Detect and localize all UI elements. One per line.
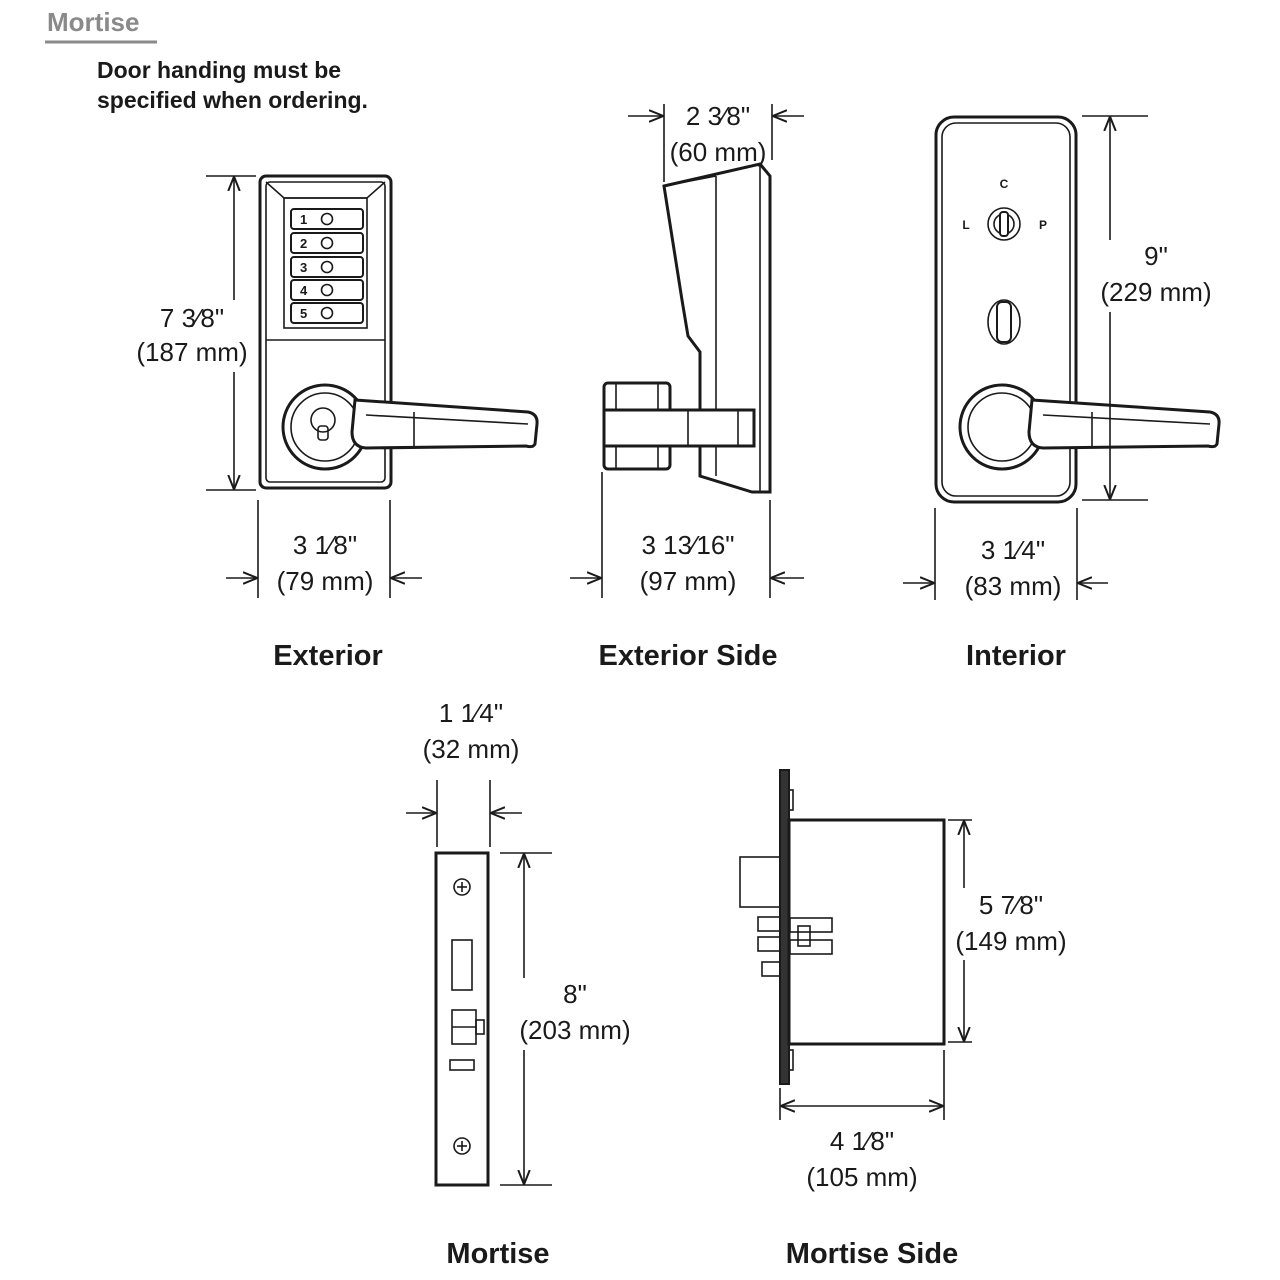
keypad-key-label: 1 <box>300 212 307 227</box>
mortise-side-height-imperial: 5 7⁄8" <box>979 890 1043 920</box>
keypad-key-label: 5 <box>300 306 307 321</box>
mortise-height-imperial: 8" <box>563 979 587 1009</box>
exterior-side-top-dimension: 2 3⁄8" (60 mm) <box>628 101 804 182</box>
latch-bolt-opening <box>451 939 473 991</box>
mortise-width-imperial: 1 1⁄4" <box>439 698 503 728</box>
mortise-caption: Mortise <box>446 1238 549 1270</box>
exterior-side-top-imperial: 2 3⁄8" <box>686 101 750 131</box>
keypad-key: 5 <box>290 302 364 324</box>
exterior-side-caption: Exterior Side <box>599 640 778 672</box>
exterior-side-bottom-metric: (97 mm) <box>640 566 737 596</box>
mortise-height-metric: (203 mm) <box>519 1015 630 1045</box>
keypad-key-label: 3 <box>300 260 307 275</box>
section-title: Mortise <box>47 7 139 37</box>
keypad-key: 1 <box>290 208 364 230</box>
interior-width-metric: (83 mm) <box>965 571 1062 601</box>
key-cylinder-icon <box>310 407 336 433</box>
handing-note-line2: specified when ordering. <box>97 87 368 113</box>
exterior-side-view <box>602 162 772 494</box>
exterior-side-top-metric: (60 mm) <box>670 137 767 167</box>
exterior-height-imperial: 7 3⁄8" <box>160 303 224 333</box>
faceplate-screw-icon <box>453 1137 471 1155</box>
exterior-width-dimension: 3 1⁄8" (79 mm) <box>226 500 422 598</box>
exterior-side-bottom-imperial: 3 13⁄16" <box>641 530 734 560</box>
interior-label-c: C <box>1000 177 1009 191</box>
keypad-key-label: 4 <box>300 283 308 298</box>
exterior-view: 1 2 3 4 5 <box>258 174 539 490</box>
interior-height-imperial: 9" <box>1144 241 1168 271</box>
interior-height-metric: (229 mm) <box>1100 277 1211 307</box>
exterior-width-imperial: 3 1⁄8" <box>293 530 357 560</box>
interior-label-p: P <box>1039 218 1047 232</box>
latch-bolt <box>739 856 781 908</box>
exterior-height-dimension: 7 3⁄8" (187 mm) <box>136 175 256 491</box>
exterior-lever-handle <box>350 398 539 450</box>
interior-width-imperial: 3 1⁄4" <box>981 535 1045 565</box>
keypad-key-label: 2 <box>300 236 307 251</box>
exterior-side-bottom-dimension: 3 13⁄16" (97 mm) <box>570 472 804 598</box>
keypad-key: 2 <box>290 232 364 254</box>
thumb-turn-icon <box>987 299 1021 345</box>
interior-caption: Interior <box>966 640 1066 672</box>
mortise-width-dimension: 1 1⁄4" (32 mm) <box>406 698 522 847</box>
mortise-faceplate <box>434 851 490 1187</box>
keypad-buttons: 1 2 3 4 5 <box>290 208 364 324</box>
mortise-side-height-dimension: 5 7⁄8" (149 mm) <box>948 819 1070 1043</box>
exterior-caption: Exterior <box>273 640 383 672</box>
mortise-side-width-dimension: 4 1⁄8" (105 mm) <box>779 1050 945 1192</box>
exterior-width-metric: (79 mm) <box>277 566 374 596</box>
interior-view: C L P <box>934 115 1221 504</box>
exterior-height-metric: (187 mm) <box>136 337 247 367</box>
interior-label-l: L <box>962 218 969 232</box>
auxiliary-latch-side <box>757 916 781 932</box>
keypad-key: 3 <box>290 256 364 278</box>
faceplate-screw-icon <box>453 878 471 896</box>
handing-note-line1: Door handing must be <box>97 57 341 83</box>
keypad-panel <box>283 197 368 329</box>
mortise-side-width-imperial: 4 1⁄8" <box>830 1126 894 1156</box>
mortise-side-caption: Mortise Side <box>786 1238 958 1270</box>
mortise-height-dimension: 8" (203 mm) <box>500 852 634 1186</box>
deadbolt-opening <box>449 1059 475 1071</box>
mortise-faceplate-view <box>434 851 490 1187</box>
mortise-side-height-metric: (149 mm) <box>955 926 1066 956</box>
mortise-case <box>787 818 946 1046</box>
mortise-side-width-metric: (105 mm) <box>806 1162 917 1192</box>
mortise-side-view <box>739 769 946 1085</box>
keypad-key: 4 <box>290 279 364 301</box>
interior-lever-handle <box>1027 398 1221 450</box>
interior-width-dimension: 3 1⁄4" (83 mm) <box>903 508 1108 601</box>
interior-height-dimension: 9" (229 mm) <box>1082 115 1216 501</box>
exterior-side-lever <box>602 408 756 448</box>
mortise-width-metric: (32 mm) <box>423 734 520 764</box>
selector-switch-icon <box>987 207 1021 241</box>
